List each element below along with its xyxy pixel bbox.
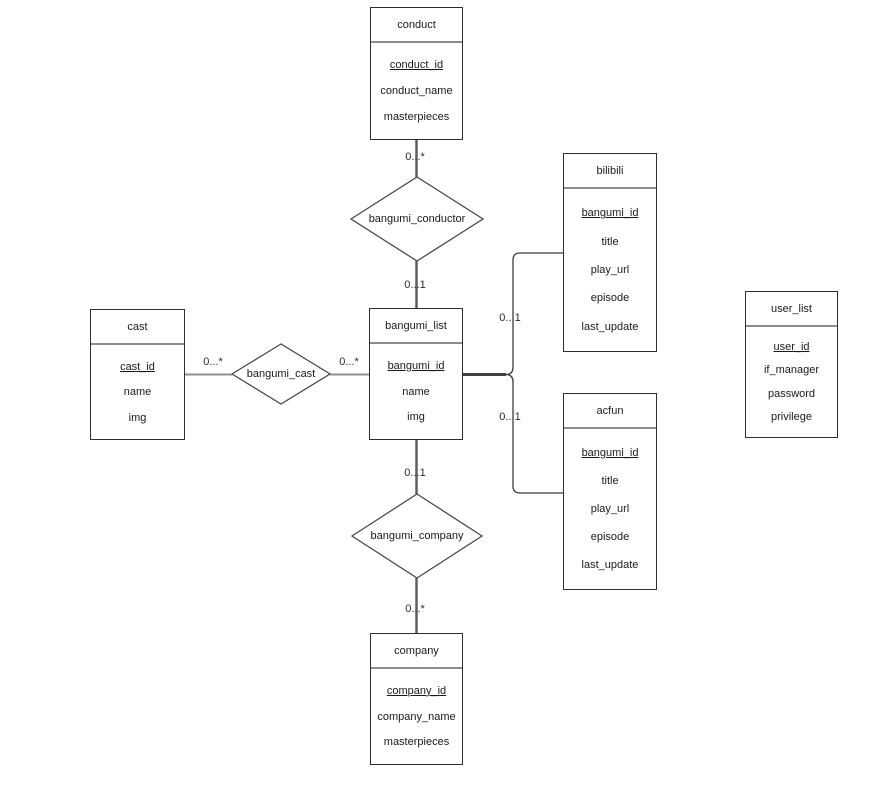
entity-attribute-pk: cast_id: [120, 360, 155, 373]
entity-attribute: last_update: [581, 559, 639, 571]
entity-attribute: name: [123, 386, 152, 398]
entity-attribute: privilege: [771, 411, 812, 424]
relationship-label-bangumi-company: bangumi_company: [370, 530, 464, 542]
cardinality-label-bangumi-company-company: 0...*: [405, 603, 425, 615]
entity-user-list[interactable]: user_list user_id if_manager password pr…: [745, 291, 838, 438]
relationship-diamond-bangumi-cast[interactable]: [230, 343, 332, 405]
entity-title: acfun: [564, 394, 656, 429]
entity-title: bangumi_list: [370, 309, 462, 344]
entity-attribute-list: bangumi_id title play_url episode last_u…: [564, 429, 656, 589]
entity-attribute-list: conduct_id conduct_name masterpieces: [371, 43, 462, 139]
cardinality-label-conductor-bangumi-list: 0...1: [404, 279, 426, 291]
entity-attribute: play_url: [590, 503, 630, 515]
cardinality-label-bangumi-list-bangumi-company: 0...1: [404, 467, 426, 479]
entity-attribute: img: [407, 411, 425, 424]
entity-title: company: [371, 634, 462, 669]
entity-attribute: episode: [590, 292, 630, 305]
entity-attribute: name: [402, 385, 430, 398]
entity-attribute-list: cast_id name img: [91, 345, 184, 439]
entity-attribute: play_url: [590, 263, 630, 276]
connector-bangumi-list-to-bilibili: [505, 252, 563, 376]
entity-attribute-pk: conduct_id: [389, 59, 444, 71]
entity-attribute: masterpieces: [383, 736, 450, 749]
entity-attribute: title: [601, 475, 619, 487]
entity-title: bilibili: [564, 154, 656, 189]
entity-acfun[interactable]: acfun bangumi_id title play_url episode …: [563, 393, 657, 590]
entity-attribute: img: [128, 411, 147, 424]
entity-attribute: company_name: [377, 710, 456, 723]
cardinality-label-cast-bangumi-cast: 0...*: [203, 356, 223, 368]
entity-attribute-pk: bangumi_id: [581, 207, 639, 220]
entity-attribute-pk: company_id: [386, 684, 447, 697]
entity-attribute: masterpieces: [383, 111, 450, 123]
relationship-diamond-bangumi-conductor[interactable]: [349, 176, 485, 262]
cardinality-label-bangumi-list-bilibili: 0...1: [499, 312, 521, 324]
entity-cast[interactable]: cast cast_id name img: [90, 309, 185, 440]
entity-attribute-list: bangumi_id name img: [370, 344, 462, 439]
entity-attribute-list: bangumi_id title play_url episode last_u…: [564, 189, 656, 351]
entity-company[interactable]: company company_id company_name masterpi…: [370, 633, 463, 765]
entity-title: user_list: [746, 292, 837, 327]
entity-bilibili[interactable]: bilibili bangumi_id title play_url episo…: [563, 153, 657, 352]
cardinality-label-conduct-conductor: 0...*: [405, 151, 425, 163]
entity-attribute-pk: bangumi_id: [387, 359, 445, 372]
entity-conduct[interactable]: conduct conduct_id conduct_name masterpi…: [370, 7, 463, 140]
entity-title: cast: [91, 310, 184, 345]
entity-attribute-list: company_id company_name masterpieces: [371, 669, 462, 764]
entity-attribute-list: user_id if_manager password privilege: [746, 327, 837, 437]
entity-attribute: conduct_name: [380, 85, 453, 97]
connector-bangumi-list-to-acfun: [505, 373, 563, 494]
entity-title: conduct: [371, 8, 462, 43]
entity-attribute-pk: bangumi_id: [581, 447, 639, 459]
relationship-label-bangumi-conductor: bangumi_conductor: [368, 213, 466, 225]
entity-attribute: if_manager: [763, 364, 820, 377]
entity-bangumi-list[interactable]: bangumi_list bangumi_id name img: [369, 308, 463, 440]
entity-attribute: episode: [590, 531, 630, 543]
entity-attribute: title: [601, 235, 619, 248]
entity-attribute: last_update: [581, 320, 639, 333]
cardinality-label-bangumi-list-acfun: 0...1: [499, 411, 521, 423]
entity-attribute: password: [767, 387, 816, 400]
relationship-diamond-bangumi-company[interactable]: [350, 493, 484, 579]
cardinality-label-bangumi-cast-bangumi-list: 0...*: [339, 356, 359, 368]
relationship-label-bangumi-cast: bangumi_cast: [246, 368, 316, 380]
entity-attribute-pk: user_id: [773, 340, 810, 353]
